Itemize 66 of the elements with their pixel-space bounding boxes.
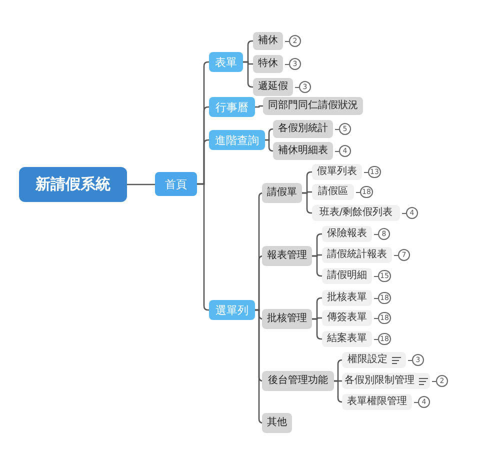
topic-box [322, 247, 392, 263]
topic-text: 其他 [267, 418, 287, 428]
topic-text: 補休 [258, 36, 278, 46]
topic-text: 保險報表 [327, 229, 367, 239]
topic-text: 各假別統計 [278, 124, 328, 134]
topic-box [312, 205, 400, 221]
topic-box [19, 167, 127, 202]
topic-box [273, 120, 333, 138]
topic-box [322, 226, 372, 242]
topic-box [209, 130, 265, 150]
topic-box [209, 52, 243, 72]
connector-line [265, 139, 274, 152]
topic-box [322, 310, 372, 326]
topic-box [262, 183, 302, 203]
topic-box [342, 373, 430, 389]
topic-text: 表單權限管理 [347, 397, 407, 407]
topic-text: 新請假系統 [36, 177, 110, 192]
topic-text: 報表管理 [267, 251, 307, 261]
topic-text: 班表/剩餘假列表 [319, 208, 393, 218]
topic-text: 假單列表 [317, 167, 357, 177]
connector-line [334, 380, 343, 403]
connector-line [312, 255, 322, 277]
topic-text: 同部門同仁請假狀況 [268, 101, 358, 111]
connector-line [243, 61, 253, 88]
topic-box [209, 300, 255, 320]
topic-text: 進階查詢 [215, 134, 259, 146]
topic-box [262, 371, 334, 391]
topic-text: 遞延假 [258, 82, 288, 92]
topic-box [253, 55, 283, 73]
topic-text: 結案表單 [327, 334, 367, 344]
topic-text: 請假明細 [327, 271, 367, 281]
topic-box [263, 97, 363, 115]
topic-box [262, 309, 312, 329]
topic-text: 批核管理 [267, 314, 307, 324]
topic-box [209, 97, 255, 117]
topic-box [262, 413, 292, 433]
topic-text: 批核表單 [327, 293, 367, 303]
topic-box [322, 268, 372, 284]
topic-box [273, 142, 333, 160]
topic-text: 權限設定 [348, 355, 388, 365]
topic-box [155, 172, 197, 196]
topic-text: 選單列 [216, 304, 248, 316]
connector-line [302, 192, 312, 214]
topic-text: 請假單 [267, 188, 297, 198]
topic-text: 各假別限制管理 [344, 376, 414, 386]
connector-line [255, 309, 264, 424]
topic-text: 首頁 [165, 178, 187, 190]
topic-box [262, 246, 312, 266]
connector-line [127, 184, 155, 186]
topic-box [342, 352, 406, 368]
topic-box [322, 331, 372, 347]
connector-line [312, 318, 322, 340]
topic-box [312, 184, 354, 200]
topic-text: 行事曆 [216, 102, 248, 112]
topic-text: 請假統計報表 [327, 250, 387, 260]
topic-box [342, 394, 412, 410]
topic-text: 後台管理功能 [268, 376, 328, 386]
topic-box [312, 164, 362, 180]
topic-text: 特休 [258, 59, 278, 69]
topic-box [253, 32, 283, 50]
topic-text: 補休明細表 [278, 146, 328, 156]
topic-text: 表單 [215, 56, 237, 68]
topic-text: 傳簽表單 [327, 313, 367, 323]
topic-box [322, 290, 372, 306]
topic-text: 請假區 [318, 187, 348, 197]
topic-box [253, 78, 293, 96]
